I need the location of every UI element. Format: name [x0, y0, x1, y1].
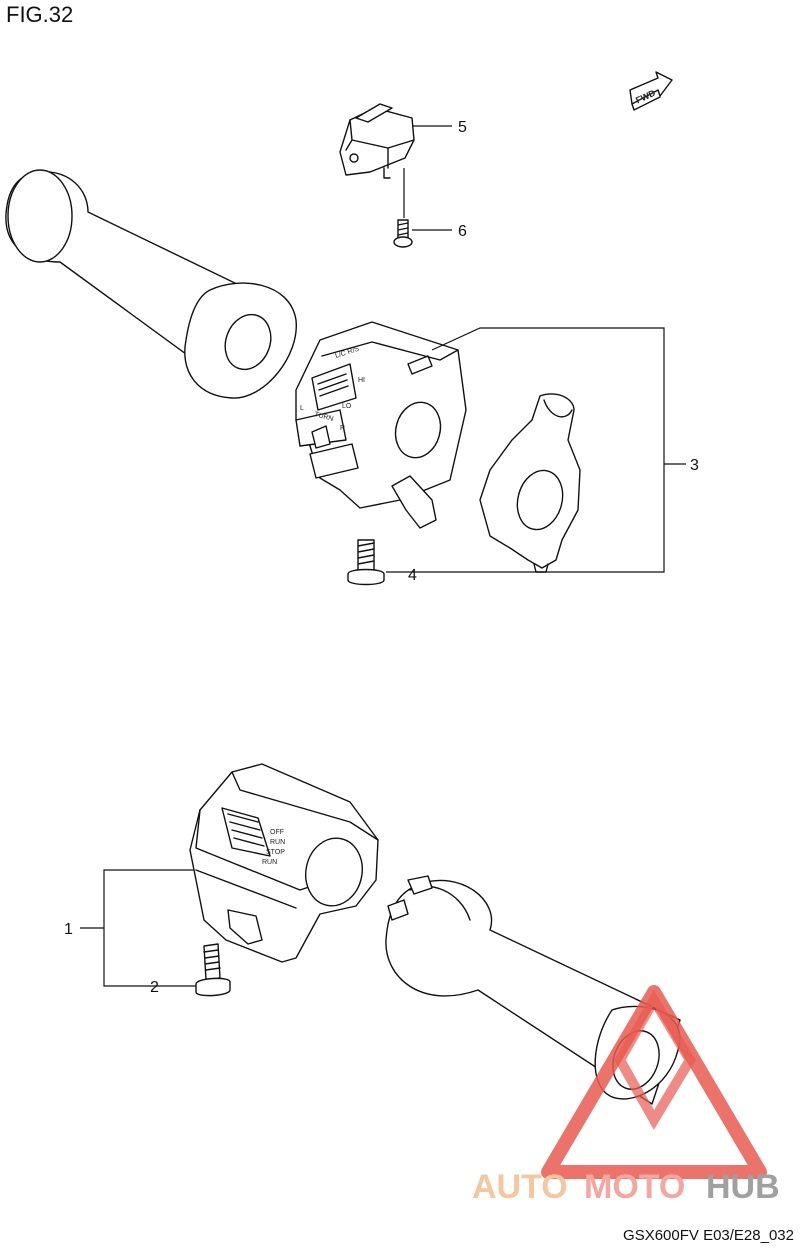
- callouts: 5 6 3 4 1 2: [64, 119, 699, 996]
- part-ref-3: 3: [690, 457, 699, 474]
- left-grip[interactable]: [5, 169, 297, 399]
- part-4-screw[interactable]: [347, 539, 385, 586]
- switch-label-hi: HI: [358, 377, 365, 384]
- figure-title: FIG.32: [6, 2, 74, 27]
- switch-label-l: L: [300, 405, 304, 412]
- part-ref-6: 6: [458, 223, 467, 240]
- figure-code: GSX600FV E03/E28_032: [623, 1227, 794, 1244]
- part-1-left-switch-housing[interactable]: OFF RUN STOP RUN: [189, 763, 379, 963]
- watermark-text-moto: MOTO: [584, 1168, 685, 1206]
- watermark-text-auto: AUTO: [472, 1168, 568, 1206]
- switch-label-off: OFF: [270, 829, 284, 836]
- callout-bracket-3: [386, 327, 665, 573]
- watermark-logo: AUTO MOTO HUB: [472, 985, 780, 1206]
- part-3-right-switch-housing[interactable]: L/C R/S HI LO TURN L R: [295, 321, 581, 573]
- part-6-screw[interactable]: [393, 219, 413, 248]
- switch-label-r: R: [340, 425, 345, 432]
- switch-label-stop: STOP: [266, 849, 285, 856]
- watermark-text-hub: HUB: [706, 1168, 780, 1206]
- part-ref-4: 4: [408, 567, 417, 584]
- part-2-screw[interactable]: [195, 943, 231, 997]
- part-ref-1: 1: [64, 921, 73, 938]
- switch-label-run-2: RUN: [262, 859, 277, 866]
- part-ref-5: 5: [458, 119, 467, 136]
- throttle-grip[interactable]: [385, 875, 681, 1105]
- part-ref-2: 2: [150, 979, 159, 996]
- part-5-switch-clip[interactable]: [339, 103, 415, 179]
- fwd-arrow-icon: FWD: [629, 71, 673, 111]
- callout-bracket-1: [103, 869, 194, 987]
- switch-label-run: RUN: [270, 839, 285, 846]
- switch-label-lo: LO: [342, 403, 352, 410]
- switch-label-turn: TURN: [313, 411, 334, 423]
- watermark-triangle: [541, 985, 767, 1179]
